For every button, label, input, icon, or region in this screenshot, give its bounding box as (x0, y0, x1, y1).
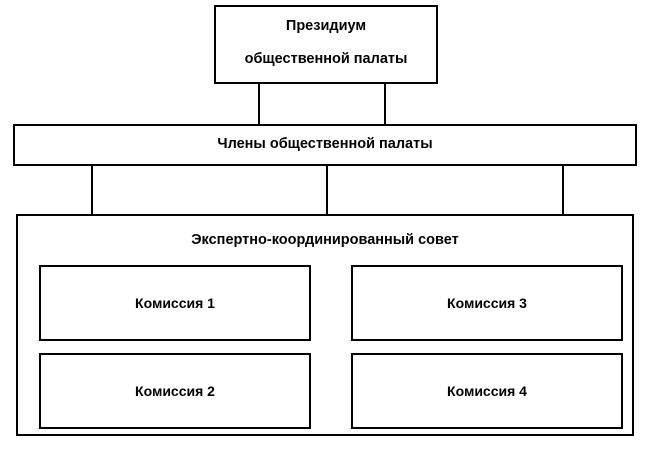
commission-label-4: Комиссия 4 (447, 382, 527, 399)
expert-council-node: Экспертно-координированный совет Комисси… (16, 214, 634, 436)
presidium-title-line-2: общественной палаты (244, 51, 408, 68)
commission-node-4: Комиссия 4 (351, 353, 623, 429)
commission-label-1: Комиссия 1 (135, 294, 215, 311)
presidium-node: Президиум общественной палаты (214, 5, 438, 84)
connector-members-to-council-2 (326, 164, 328, 215)
expert-council-title: Экспертно-координированный совет (191, 232, 459, 248)
presidium-title-line-1: Президиум (285, 18, 367, 34)
members-node: Члены общественной палаты (13, 124, 637, 166)
members-title: Члены общественной палаты (217, 136, 433, 153)
commission-node-1: Комиссия 1 (39, 265, 311, 341)
connector-members-to-council-3 (562, 164, 564, 215)
connector-presidium-to-members-right (384, 83, 386, 125)
commission-node-2: Комиссия 2 (39, 353, 311, 429)
connector-presidium-to-members-left (258, 83, 260, 125)
commission-node-3: Комиссия 3 (351, 265, 623, 341)
commission-label-2: Комиссия 2 (135, 382, 215, 399)
commission-label-3: Комиссия 3 (447, 294, 527, 311)
connector-members-to-council-1 (91, 164, 93, 215)
